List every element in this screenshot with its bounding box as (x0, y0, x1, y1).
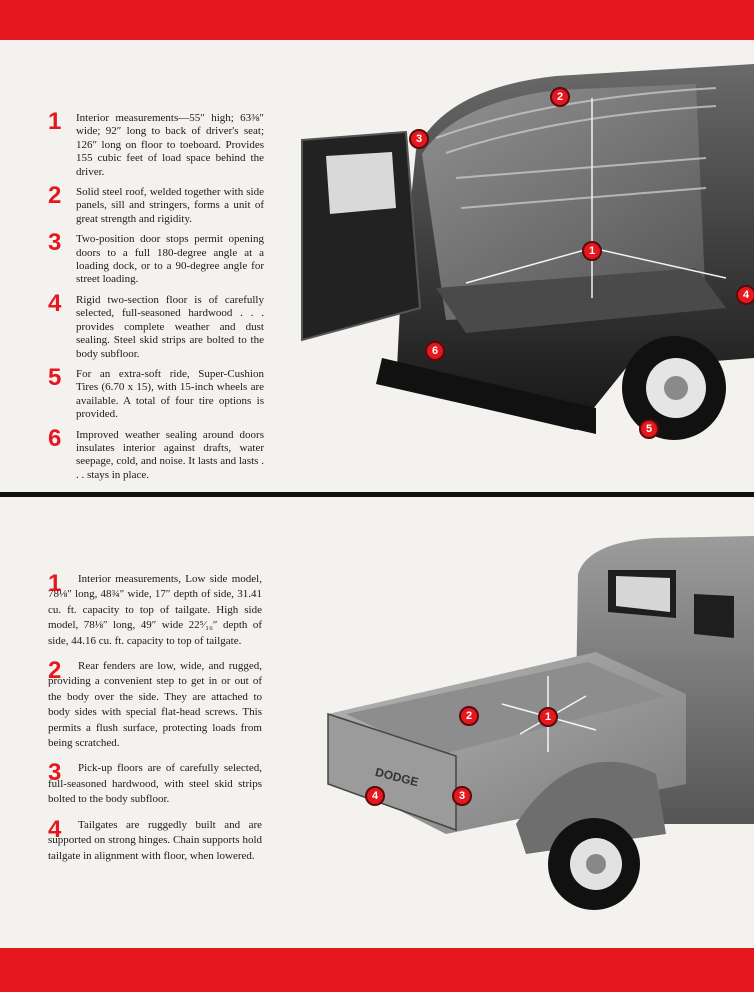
van-marker-1: 1 (582, 241, 602, 261)
feature-text: For an extra-soft ride, Super-Cushion Ti… (76, 367, 264, 421)
bottom-red-band (0, 948, 754, 992)
pickup-marker-3: 3 (452, 786, 472, 806)
feature-text: Pick-up floors are of carefully selected… (48, 762, 262, 806)
van-marker-3: 3 (409, 129, 429, 149)
feature-number: 4 (48, 815, 62, 843)
feature-number: 3 (48, 229, 62, 257)
feature-number: 6 (48, 424, 62, 452)
van-marker-5: 5 (639, 419, 659, 439)
van-feature-1: 1 Interior measurements—55″ high; 63⅜″ wi… (48, 108, 264, 179)
pickup-truck-illustration: DODGE (327, 536, 754, 910)
feature-text: Interior measurements—55″ high; 63⅜″ wid… (76, 112, 264, 178)
feature-text: Interior measurements, Low side model, 7… (48, 573, 262, 647)
feature-number: 2 (48, 182, 62, 210)
van-marker-4: 4 (736, 285, 754, 305)
van-feature-2: 2 Solid steel roof, welded together with … (48, 182, 264, 226)
feature-number: 1 (48, 570, 62, 597)
feature-text: Improved weather sealing around doors in… (76, 428, 264, 481)
feature-number: 4 (48, 289, 62, 317)
pickup-truck-photo: DODGE (326, 534, 754, 914)
pickup-marker-1: 1 (538, 707, 558, 727)
feature-number: 1 (48, 108, 62, 135)
feature-number: 2 (48, 657, 62, 685)
van-feature-5: 5 For an extra-soft ride, Super-Cushion T… (48, 363, 264, 422)
feature-text: Rigid two-section floor is of carefully … (76, 293, 264, 360)
van-marker-6: 6 (425, 341, 445, 361)
panel-van-illustration (301, 64, 754, 440)
feature-number: 3 (48, 759, 62, 787)
section-divider (0, 492, 754, 497)
van-marker-2: 2 (550, 87, 570, 107)
top-red-band (0, 0, 754, 40)
feature-text: Tailgates are ruggedly built and are sup… (48, 818, 262, 862)
van-feature-6: 6 Improved weather sealing around doors i… (48, 424, 264, 483)
van-feature-list: 1 Interior measurements—55″ high; 63⅜″ wi… (48, 108, 264, 489)
feature-text: Rear fenders are low, wide, and rugged, … (48, 660, 262, 750)
feature-number: 5 (48, 363, 62, 391)
pickup-marker-2: 2 (459, 706, 479, 726)
van-feature-3: 3 Two-position door stops permit opening … (48, 229, 264, 287)
panel-van-photo (296, 58, 754, 458)
feature-text: Solid steel roof, welded together with s… (76, 186, 264, 225)
feature-text: Two-position door stops permit opening d… (76, 233, 264, 286)
van-feature-4: 4 Rigid two-section floor is of carefully… (48, 289, 264, 361)
pickup-marker-4: 4 (365, 786, 385, 806)
